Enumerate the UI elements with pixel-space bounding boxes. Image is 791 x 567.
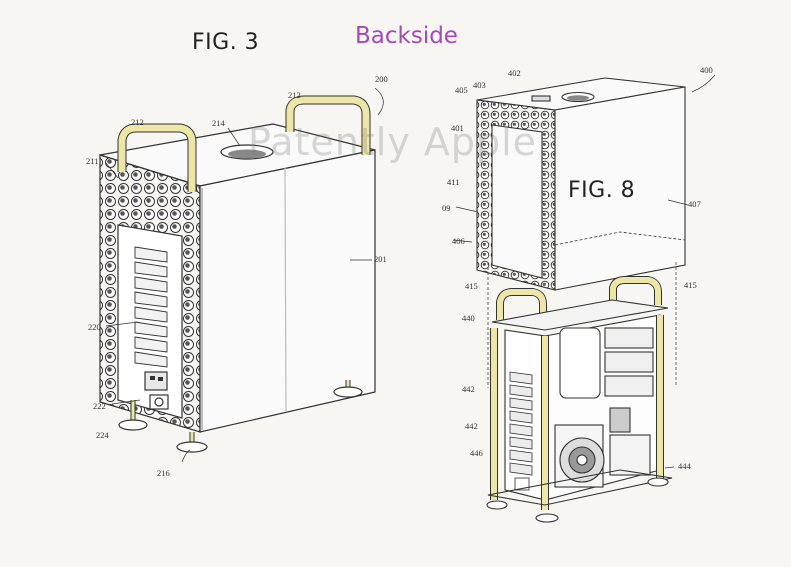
fig8-frame-rails	[490, 315, 664, 510]
fig8-guide-arrows	[487, 262, 677, 388]
fig3-ref-211: 211	[86, 156, 99, 166]
fig8-ref-405: 405	[455, 85, 468, 95]
fig3-ref-212-right: 212	[288, 90, 301, 100]
fig8-leaders	[452, 74, 716, 469]
fig8-ref-442-upper: 442	[462, 384, 475, 394]
fig8-ref-407: 407	[688, 199, 701, 209]
fig8-feet	[486, 477, 669, 523]
fig8-ref-402: 402	[508, 68, 521, 78]
fig3-title: FIG. 3	[192, 30, 260, 55]
fig8-ref-440: 440	[462, 313, 475, 323]
fig8-housing-opening	[491, 124, 543, 279]
fig8-computer	[452, 74, 716, 523]
watermark: Patently Apple	[248, 120, 538, 164]
fig8-title: FIG. 8	[568, 178, 636, 203]
fig8-frame-top	[491, 299, 669, 331]
fig3-leaders	[105, 87, 384, 463]
fig3-ref-222: 222	[93, 401, 106, 411]
fig8-ref-401: 401	[451, 123, 464, 133]
fig3-ref-212-left: 212	[131, 117, 144, 127]
fig3-ref-201: 201	[374, 254, 387, 264]
fig8-handles	[496, 276, 662, 325]
fig3-computer	[99, 87, 384, 463]
fig3-handles	[117, 95, 371, 192]
fig8-housing-side	[554, 86, 686, 291]
fig8-ref-444: 444	[678, 461, 691, 471]
fig8-ref-406: 406	[452, 236, 465, 246]
fig3-pci-slots	[134, 246, 168, 368]
fig3-ref-224: 224	[96, 430, 109, 440]
fig8-ref-403: 403	[473, 80, 486, 90]
page-header: Backside	[355, 23, 458, 49]
fig8-ref-400: 400	[700, 65, 713, 75]
fig8-ref-09: 09	[442, 203, 451, 213]
fig8-ref-415-left: 415	[465, 281, 478, 291]
fig3-side-panel	[199, 149, 376, 433]
fig3-ref-214: 214	[212, 118, 225, 128]
fig8-ref-446: 446	[470, 448, 483, 458]
fig3-feet	[118, 380, 363, 453]
fig3-ref-200: 200	[375, 74, 388, 84]
fig8-ref-411: 411	[447, 177, 460, 187]
fig8-ref-415-right: 415	[684, 280, 697, 290]
fig8-ref-442-lower: 442	[465, 421, 478, 431]
fig3-ref-220: 220	[88, 322, 101, 332]
fig3-ref-216: 216	[157, 468, 170, 478]
fig8-pci-slots	[509, 371, 533, 491]
